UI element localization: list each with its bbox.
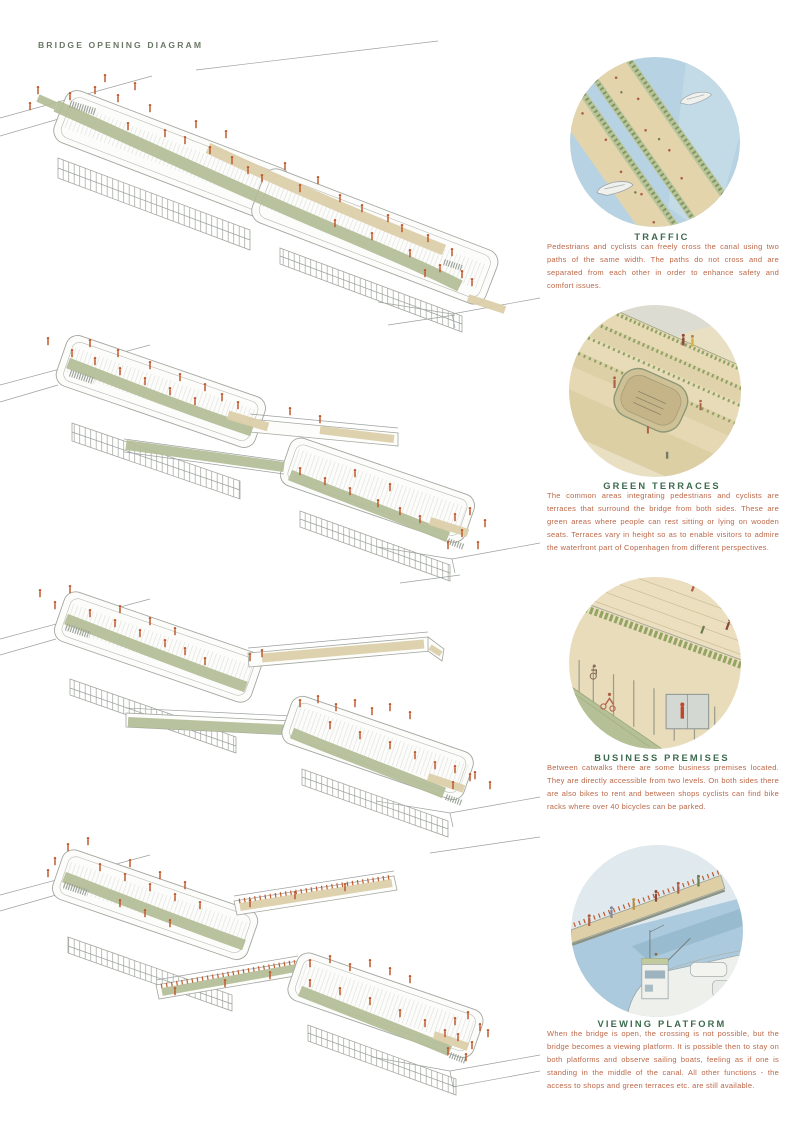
cyclist-figure [600,692,616,712]
catwalk-arm-right [125,707,293,736]
green-path [289,727,447,799]
bridge-half-right [287,952,484,1058]
stairs [448,1052,468,1064]
pedestrian-path [226,410,270,432]
wheelchair-figure [589,664,597,680]
business-premises-illustration [569,577,741,749]
stairs [68,100,98,116]
viewing-arm-left [233,870,398,916]
pedestrian-path [426,773,466,793]
stairs [68,369,96,385]
section-body-traffic: Pedestrians and cyclists can freely cros… [547,242,779,290]
bridge-stage-1-closed [0,40,541,333]
page-title: BRIDGE OPENING DIAGRAM [38,40,204,50]
viewing-platform-illustration [571,845,743,1017]
section-body-green-terraces: The common areas integrating pedestrians… [547,491,779,552]
green-path [53,100,463,292]
section-heading-viewing-platform: VIEWING PLATFORM [597,1019,727,1029]
platform-shadow [631,907,743,960]
people-figures [613,333,702,459]
terrace-steps [569,305,741,477]
open-platform-edge [571,870,726,947]
section-heading-green-terraces: GREEN TERRACES [603,481,721,491]
section-body-viewing-platform: When the bridge is open, the crossing is… [547,1029,779,1090]
catwalk-arm-left [249,413,399,447]
catwalk-arm-left [247,631,445,668]
wheelhouse [641,958,669,1000]
bridge-stage-2-opening [0,314,541,582]
stairs [633,390,667,416]
traffic-illustration [570,57,740,227]
boat-icon [596,181,634,196]
bridge-stage-4-fully-open [0,836,541,1096]
section-heading-business-premises: BUSINESS PREMISES [594,753,730,763]
pedestrian-path [205,143,447,256]
bridge-stage-3-half-open [0,574,541,838]
masts [649,929,691,961]
section-heading-traffic: TRAFFIC [634,232,690,242]
green-path [297,985,453,1057]
stairs [62,881,90,897]
section-body-business-premises: Between catwalks there are some business… [547,763,779,811]
green-terraces-illustration [569,305,741,477]
boat-icon [680,91,712,106]
stairs [446,538,466,550]
green-path [66,357,254,437]
stairs [64,623,92,639]
green-cycle-path [569,677,667,749]
pedestrian-path [432,1031,470,1051]
green-ramp [123,438,285,475]
viewing-arm-right [155,955,302,1000]
stairs [443,259,463,271]
stairs [444,794,464,806]
shopper-figure [680,702,685,719]
